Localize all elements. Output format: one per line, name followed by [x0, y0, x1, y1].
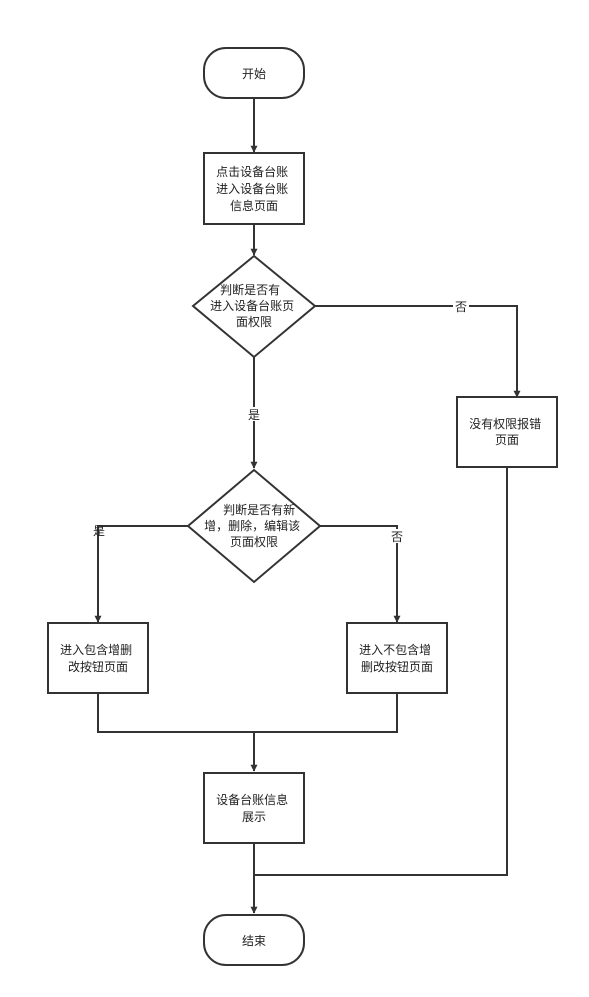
start-terminator	[203, 47, 305, 99]
no-permission-error-process	[456, 396, 558, 468]
check-page-permission-decision	[191, 254, 317, 359]
end-label: 结束	[242, 934, 266, 948]
check-edit-permission-decision	[186, 468, 322, 584]
edge-label-permission-no: 否	[455, 300, 467, 314]
edge-permission-no	[315, 305, 521, 398]
check-page-permission-label: 判断是否有 进入设备台账页 面权限	[210, 282, 298, 329]
no-permission-error-label: 没有权限报错 页面	[469, 416, 545, 447]
edge-label-bg	[246, 407, 262, 421]
check-edit-permission-label: 判断是否有新 增，删除，编辑该 页面权限	[204, 502, 304, 549]
edge-label-permission-yes: 是	[248, 408, 260, 422]
page-without-buttons-label: 进入不包含增 删改按钮页面	[359, 642, 435, 674]
page-with-buttons-process	[47, 622, 149, 694]
page-without-buttons-process	[346, 622, 448, 694]
show-ledger-label: 设备台账信息 展示	[216, 792, 292, 824]
edge-label-bg	[453, 299, 469, 313]
edge-label-bg	[389, 529, 405, 543]
enter-ledger-page-label: 点击设备台账 进入设备台账 信息页面	[216, 164, 292, 213]
edge-merge-pages	[97, 693, 398, 733]
edge-label-edit-yes: 是	[93, 524, 105, 538]
edge-edit-yes	[94, 525, 190, 623]
start-label: 开始	[242, 67, 266, 81]
page-with-buttons-label: 进入包含增删 改按钮页面	[60, 642, 136, 674]
edge-edit-no	[320, 525, 401, 623]
edge-error-to-end	[254, 467, 508, 876]
end-terminator	[203, 914, 305, 966]
edge-label-edit-no: 否	[391, 530, 403, 544]
show-ledger-process	[203, 772, 305, 844]
enter-ledger-page-process	[203, 152, 305, 225]
